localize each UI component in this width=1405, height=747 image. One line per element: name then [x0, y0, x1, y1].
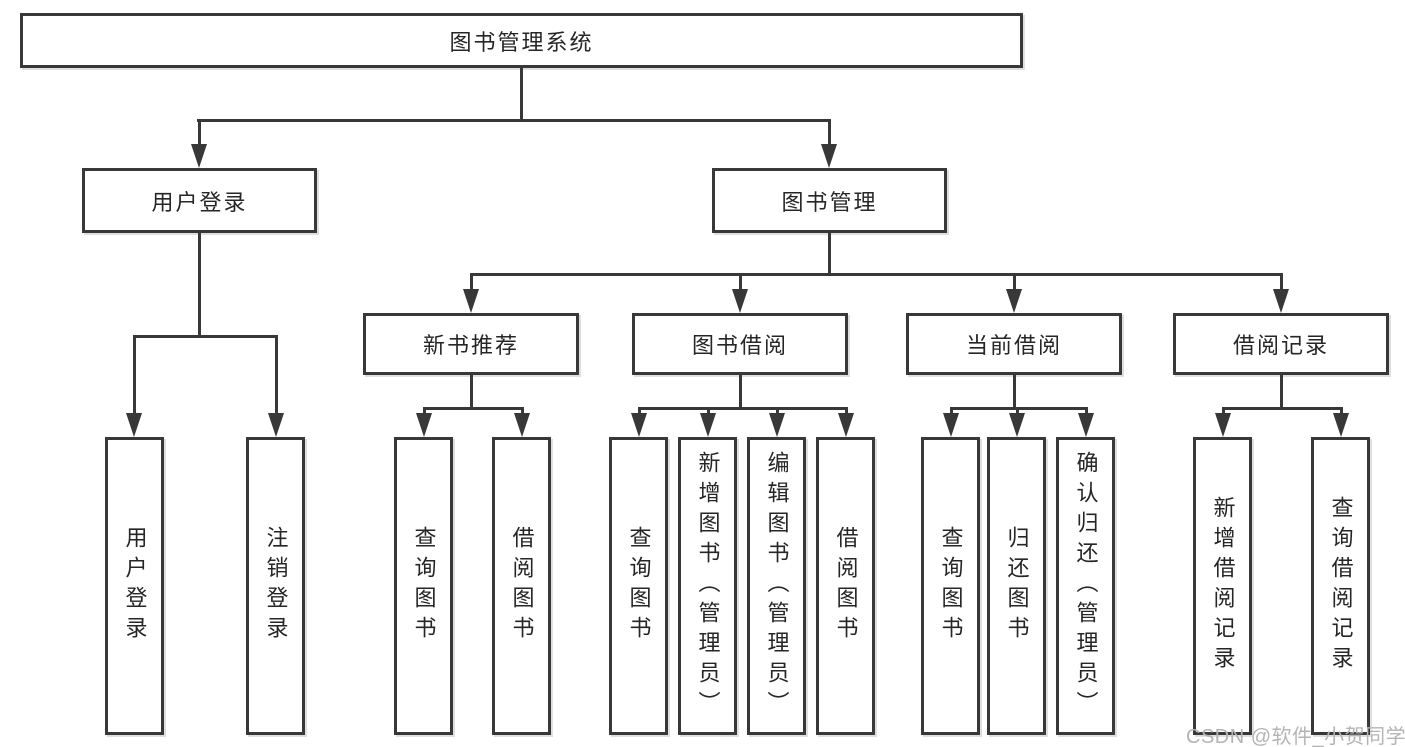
leaf-borrow-books: 借阅图书: [816, 437, 875, 735]
node-book-borrowing: 图书借阅: [632, 313, 848, 375]
connector-line: [1013, 375, 1016, 410]
connector-line: [707, 407, 710, 413]
node-new-book-recommendation: 新书推荐: [363, 313, 579, 375]
leaf-query-books-borrowing: 查询图书: [609, 437, 668, 735]
node-borrowing-records: 借阅记录: [1173, 313, 1389, 375]
node-label: 图书管理: [781, 189, 878, 215]
leaf-query-books-recommend: 查询图书: [394, 437, 453, 735]
connector-line: [197, 119, 831, 122]
leaf-add-books-admin: 新增图书（管理员）: [678, 437, 737, 735]
arrow-down-icon: [416, 413, 432, 437]
connector-line: [1340, 407, 1343, 413]
arrow-down-icon: [838, 413, 854, 437]
node-label: 图书借阅: [691, 333, 788, 358]
connector-line: [1280, 375, 1283, 410]
node-label: 新增借阅记录: [1210, 496, 1236, 676]
connector-line: [423, 407, 426, 413]
connector-line: [739, 273, 742, 289]
node-label: 编辑图书（管理员）: [764, 451, 790, 721]
connector-line: [470, 375, 473, 410]
csdn-watermark: CSDN @软件_小贺同学: [1186, 726, 1405, 747]
leaf-query-books-current: 查询图书: [921, 437, 980, 735]
arrow-down-icon: [514, 413, 530, 437]
connector-line: [423, 407, 523, 410]
node-label: 归还图书: [1004, 526, 1030, 646]
node-current-borrowing: 当前借阅: [906, 313, 1122, 375]
connector-line: [1013, 273, 1016, 289]
connector-line: [521, 407, 524, 413]
node-label: 图书管理系统: [449, 29, 594, 55]
connector-line: [470, 273, 473, 289]
connector-line: [198, 119, 201, 144]
leaf-edit-books-admin: 编辑图书（管理员）: [747, 437, 806, 735]
arrow-down-icon: [769, 413, 785, 437]
node-label: 查询借阅记录: [1328, 496, 1354, 676]
arrow-down-icon: [1078, 413, 1094, 437]
arrow-down-icon: [700, 413, 716, 437]
node-label: 用户登录: [151, 189, 248, 215]
connector-line: [275, 335, 278, 413]
connector-line: [776, 407, 779, 413]
node-label: 新增图书（管理员）: [695, 451, 721, 721]
connector-line: [133, 335, 278, 338]
leaf-logout: 注销登录: [246, 437, 305, 735]
connector-line: [470, 273, 1282, 276]
node-label: 查询图书: [938, 526, 964, 646]
connector-line: [1085, 407, 1088, 413]
connector-line: [133, 335, 136, 413]
arrow-down-icon: [1273, 289, 1289, 313]
leaf-confirm-return-admin: 确认归还（管理员）: [1056, 437, 1115, 735]
arrow-down-icon: [821, 144, 837, 168]
connector-line: [198, 233, 201, 338]
arrow-down-icon: [732, 289, 748, 313]
node-label: 查询图书: [626, 526, 652, 646]
connector-line: [520, 68, 523, 122]
connector-line: [638, 407, 641, 413]
node-label: 当前借阅: [965, 333, 1062, 358]
connector-line: [638, 407, 848, 410]
connector-line: [739, 375, 742, 410]
node-label: 借阅图书: [833, 526, 859, 646]
connector-line: [1222, 407, 1342, 410]
node-label: 确认归还（管理员）: [1073, 451, 1099, 721]
leaf-query-borrow-record: 查询借阅记录: [1311, 437, 1370, 735]
connector-line: [828, 119, 831, 144]
node-library-system: 图书管理系统: [20, 13, 1023, 68]
arrow-down-icon: [1006, 289, 1022, 313]
connector-line: [828, 233, 831, 276]
arrow-down-icon: [1009, 413, 1025, 437]
node-label: 借阅图书: [509, 526, 535, 646]
node-label: 注销登录: [263, 526, 289, 646]
connector-line: [1222, 407, 1225, 413]
node-label: 用户登录: [122, 526, 148, 646]
leaf-add-borrow-record: 新增借阅记录: [1193, 437, 1252, 735]
node-label: 查询图书: [411, 526, 437, 646]
arrow-down-icon: [191, 144, 207, 168]
leaf-user-login: 用户登录: [105, 437, 164, 735]
connector-line: [950, 407, 953, 413]
arrow-down-icon: [268, 413, 284, 437]
leaf-return-books: 归还图书: [987, 437, 1046, 735]
arrow-down-icon: [463, 289, 479, 313]
connector-line: [845, 407, 848, 413]
node-label: 借阅记录: [1232, 333, 1329, 358]
node-label: 新书推荐: [422, 333, 519, 358]
connector-line: [1280, 273, 1283, 289]
connector-line: [1016, 407, 1019, 413]
arrow-down-icon: [126, 413, 142, 437]
arrow-down-icon: [1215, 413, 1231, 437]
node-user-login: 用户登录: [82, 168, 317, 233]
leaf-borrow-books-recommend: 借阅图书: [492, 437, 551, 735]
arrow-down-icon: [631, 413, 647, 437]
arrow-down-icon: [1333, 413, 1349, 437]
arrow-down-icon: [943, 413, 959, 437]
node-book-management: 图书管理: [712, 168, 947, 233]
